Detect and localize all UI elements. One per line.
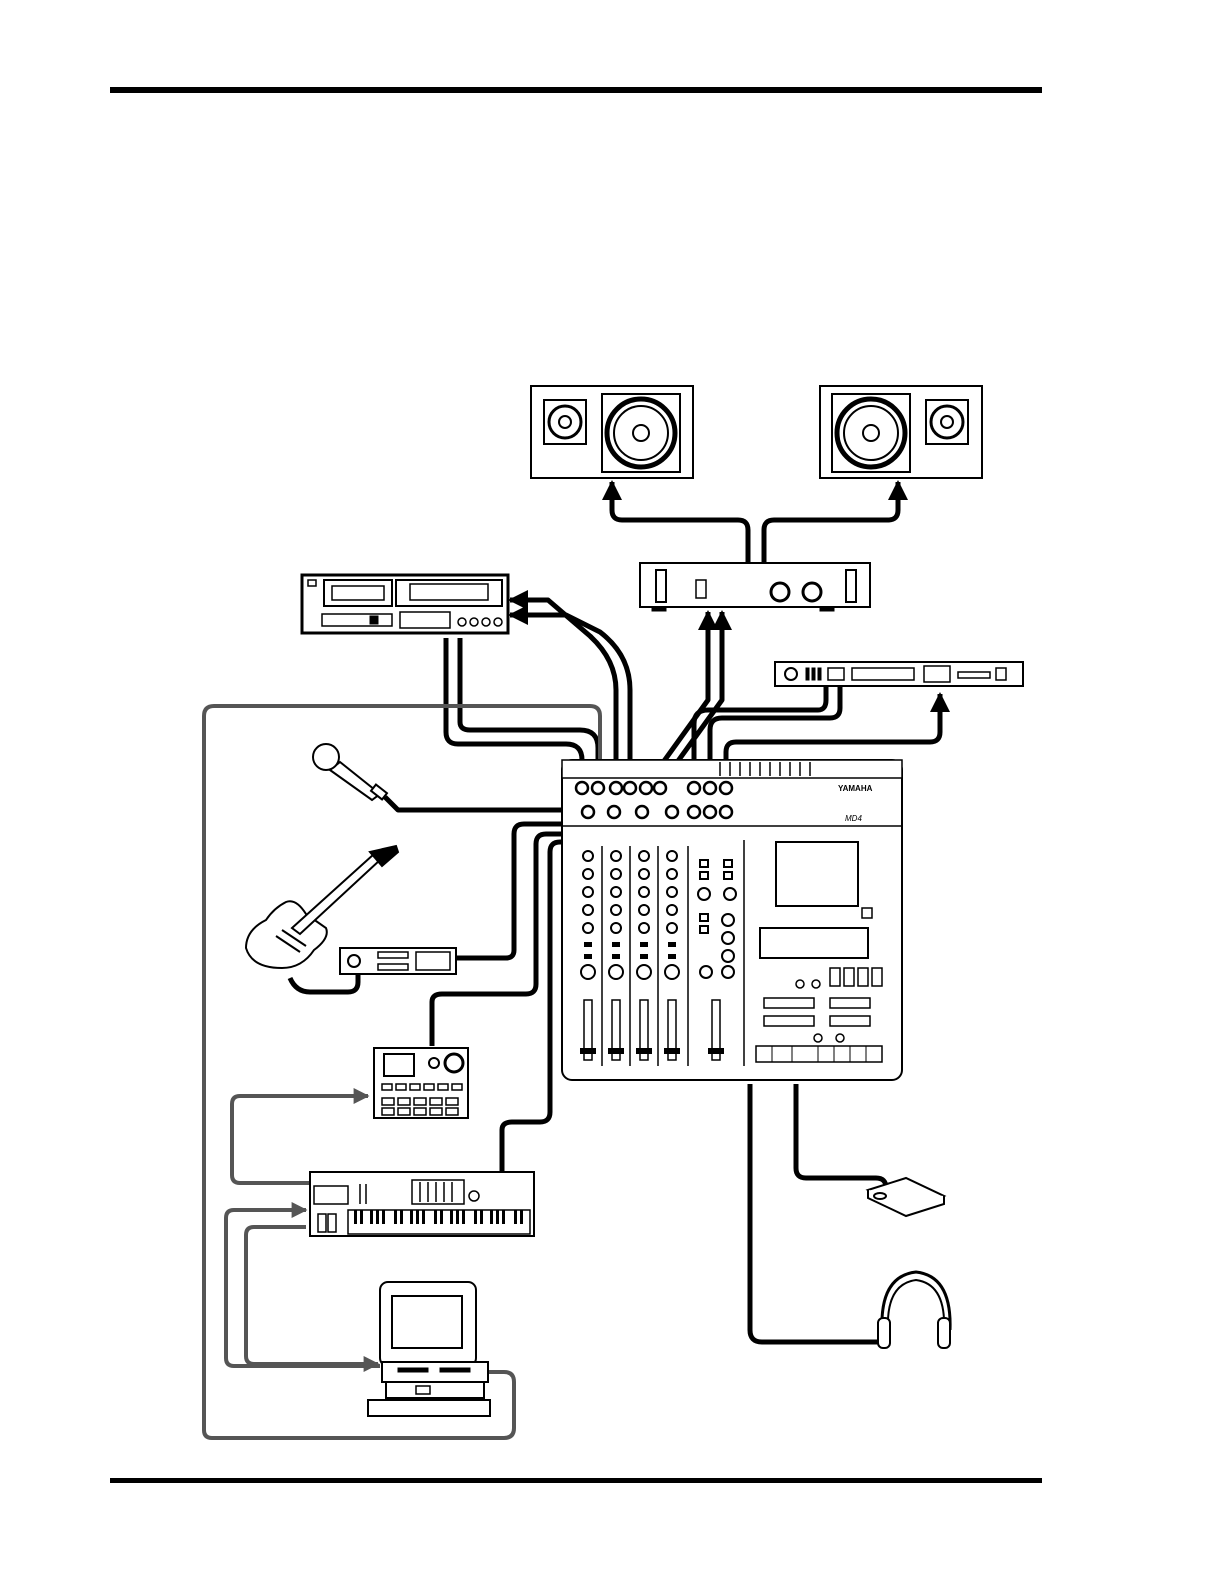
foot-switch [868, 1178, 944, 1216]
mixer-model-label: MD4 [845, 814, 862, 823]
monitor-speaker-left [531, 386, 693, 478]
md4-mixer-recorder: YAMAHA MD4 [562, 760, 902, 1080]
computer [368, 1282, 490, 1416]
guitar-effects-unit [340, 948, 456, 974]
rhythm-machine [374, 1048, 468, 1118]
power-amplifier [640, 563, 870, 611]
synthesizer-keyboard [310, 1172, 534, 1236]
headphones [878, 1272, 950, 1348]
microphone [313, 744, 387, 800]
effects-processor [775, 662, 1023, 686]
mixer-brand-label: YAMAHA [838, 784, 873, 793]
cassette-deck [302, 575, 508, 633]
monitor-speaker-right [820, 386, 982, 478]
